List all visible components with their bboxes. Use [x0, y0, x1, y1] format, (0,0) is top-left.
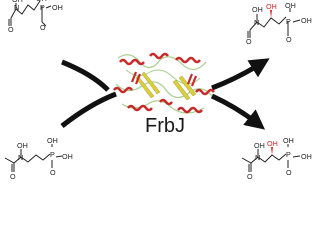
n-hydroxyl-label: OH: [17, 141, 28, 150]
carbonyl-oxygen-label: O: [246, 37, 252, 46]
substrate-formyl: OH N O P OH OH O: [8, 0, 63, 34]
arrow-to-product1: [211, 58, 270, 91]
n-hydroxyl-label: OH: [252, 5, 263, 14]
reaction-scheme: OH N O P OH OH O OH N O OH P OH OH O OH …: [4, 0, 312, 181]
new-hydroxyl-label: OH: [267, 139, 278, 148]
n-hydroxyl-label: OH: [12, 0, 23, 4]
phosphorus-label: P: [286, 150, 291, 159]
phosphonate-oh-top-label: OH: [36, 0, 47, 3]
n-hydroxyl-label: OH: [254, 141, 265, 150]
phosphonate-oxo-label: O: [50, 168, 56, 177]
phosphonate-oh-right-label: OH: [301, 16, 312, 25]
phosphonate-oh-top-label: OH: [285, 1, 296, 10]
carbonyl-oxygen-label: O: [10, 172, 16, 181]
substrate-acetyl: OH N O P OH OH O: [4, 136, 73, 181]
enzyme-structure-image: [113, 52, 215, 114]
phosphonate-oxo-label: O: [286, 168, 292, 177]
product-acetyl-hydroxylated: OH N O OH P OH OH O: [241, 136, 312, 181]
phosphorus-label: P: [50, 150, 55, 159]
phosphonate-oh-right-label: OH: [52, 3, 63, 12]
phosphorus-label: P: [40, 3, 45, 12]
phosphonate-oh-right-label: OH: [301, 152, 312, 161]
nitrogen-label: N: [14, 3, 19, 12]
arrow-substrate1-in: [61, 59, 110, 92]
carbonyl-oxygen-label: O: [247, 172, 253, 181]
phosphonate-oxo-label: O: [40, 23, 46, 32]
arrow-substrate2-in: [60, 91, 117, 128]
phosphonate-oh-top-label: OH: [47, 136, 58, 145]
nitrogen-label: N: [254, 18, 259, 27]
product-formyl-hydroxylated: OH N O OH P OH OH O: [246, 1, 312, 46]
phosphonate-oh-right-label: OH: [62, 152, 73, 161]
phosphonate-oxo-label: O: [286, 35, 292, 44]
nitrogen-label: N: [18, 153, 23, 162]
arrow-to-product2: [210, 93, 266, 130]
phosphorus-label: P: [286, 17, 291, 26]
phosphonate-oh-top-label: OH: [283, 136, 294, 145]
nitrogen-label: N: [255, 153, 260, 162]
new-hydroxyl-label: OH: [266, 2, 277, 11]
enzyme-label: FrbJ: [145, 115, 185, 137]
carbonyl-oxygen-label: O: [8, 25, 14, 34]
